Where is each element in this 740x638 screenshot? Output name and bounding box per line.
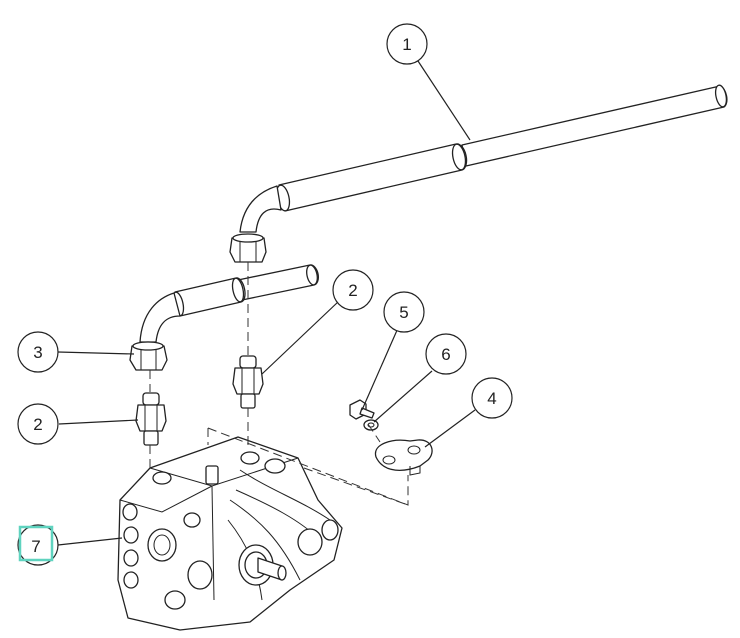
- part-2-fitting-right: [232, 355, 264, 409]
- svg-text:6: 6: [441, 345, 450, 364]
- svg-text:4: 4: [487, 389, 496, 408]
- callout-4: 4: [471, 377, 513, 419]
- callout-3: 3: [17, 331, 59, 373]
- part-4-bracket: [374, 439, 433, 476]
- svg-text:3: 3: [33, 343, 42, 362]
- svg-text:1: 1: [402, 35, 411, 54]
- leader-lines: [57, 60, 476, 546]
- part-6-washer: [363, 419, 379, 431]
- svg-text:2: 2: [33, 415, 42, 434]
- callout-7: 7: [17, 524, 59, 566]
- part-7-pump-body: [117, 436, 343, 631]
- part-2-fitting-left: [135, 392, 167, 446]
- svg-text:7: 7: [31, 537, 40, 556]
- assembly-centerlines: [149, 262, 409, 506]
- part-1-tube-assembly: [229, 84, 728, 263]
- callout-7-highlight-box: [18, 525, 54, 562]
- callout-2-right: 2: [332, 269, 374, 311]
- callout-1: 1: [386, 23, 428, 65]
- svg-text:2: 2: [348, 281, 357, 300]
- svg-text:5: 5: [399, 303, 408, 322]
- callout-2-left: 2: [17, 403, 59, 445]
- part-3-tube-assembly: [129, 264, 319, 371]
- callout-5: 5: [383, 291, 425, 333]
- callout-6: 6: [425, 333, 467, 375]
- part-5-bolt: [349, 399, 375, 420]
